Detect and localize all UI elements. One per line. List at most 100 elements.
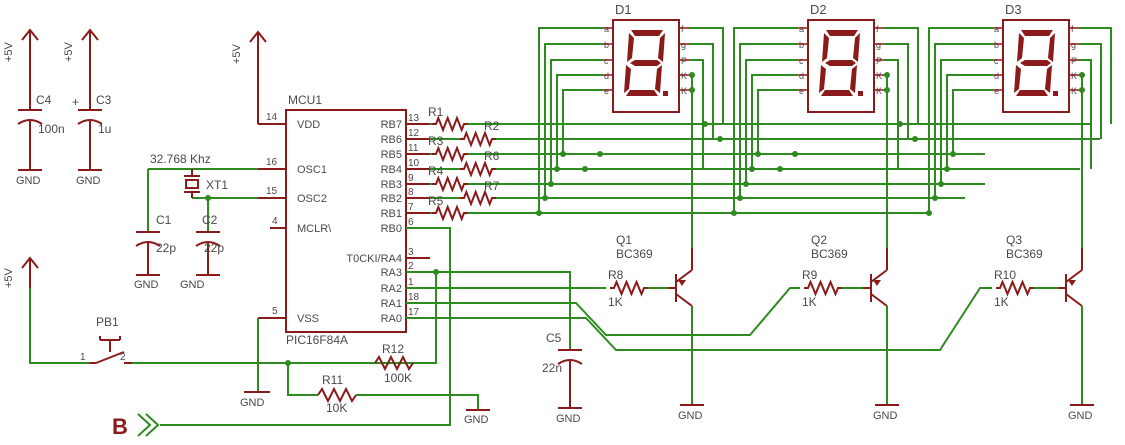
display-pin-label: d xyxy=(799,71,804,81)
display-pin-label: d xyxy=(604,71,609,81)
mcu-pin-label: RA0 xyxy=(381,313,402,325)
segment-resistor xyxy=(460,130,496,148)
display-pin-label: K xyxy=(1071,71,1077,81)
svg-text:2: 2 xyxy=(120,352,126,363)
mcu-pin-num: 6 xyxy=(408,217,414,228)
segment-resistor xyxy=(432,115,468,133)
svg-text:14: 14 xyxy=(266,112,278,123)
display-pin-label: b xyxy=(994,40,999,50)
mcu-pin-label: RA3 xyxy=(381,267,402,279)
svg-text:C1: C1 xyxy=(156,213,172,227)
pb-name: PB1 xyxy=(96,315,119,329)
svg-text:OSC2: OSC2 xyxy=(297,193,327,205)
vcc-label-1: +5V xyxy=(3,41,15,62)
connector-b: B xyxy=(112,413,160,439)
base-resistor-name: R10 xyxy=(994,268,1016,282)
mcu-part: PIC16F84A xyxy=(286,333,348,347)
vcc-c3: +5V xyxy=(63,28,99,62)
resistor-label: R7 xyxy=(484,179,500,193)
mcu-pin-num: 3 xyxy=(408,247,414,258)
base-resistor xyxy=(996,279,1034,297)
display-pin-label: b xyxy=(604,40,609,50)
svg-text:MCLR\: MCLR\ xyxy=(297,223,332,235)
svg-text:GND: GND xyxy=(464,414,489,426)
mcu-pin-label: T0CKI/RA4 xyxy=(346,253,402,265)
display-pin-label: g xyxy=(1071,40,1076,50)
display-pin-label: f xyxy=(681,24,684,34)
display-pin-label: K xyxy=(876,71,882,81)
resistor-r12: R12 100K xyxy=(374,342,414,385)
mcu-pin-num: 12 xyxy=(408,128,420,139)
svg-text:16: 16 xyxy=(266,157,278,168)
capacitor-c5: C5 22n GND xyxy=(542,331,583,425)
resistor-label: R1 xyxy=(428,105,444,119)
display-name: D2 xyxy=(810,2,827,17)
base-resistor-name: R8 xyxy=(608,268,624,282)
display-pin-label: g xyxy=(681,40,686,50)
segment-resistor xyxy=(460,160,496,178)
transistor-name: Q1 xyxy=(616,233,632,247)
transistor-part: BC369 xyxy=(1006,247,1043,261)
svg-text:GND: GND xyxy=(76,175,101,187)
transistor-name: Q2 xyxy=(811,233,827,247)
c4-name: C4 xyxy=(36,93,52,107)
mcu-pin-label: RA1 xyxy=(381,298,402,310)
svg-text:22p: 22p xyxy=(156,241,176,255)
c4-value: 100n xyxy=(38,122,65,136)
svg-text:GND: GND xyxy=(134,279,159,291)
svg-text:22p: 22p xyxy=(204,241,224,255)
mcu-pin-label: RB3 xyxy=(381,179,402,191)
display-pin-label: P xyxy=(1071,56,1077,66)
svg-text:GND: GND xyxy=(16,175,41,187)
base-resistor-value: 1K xyxy=(994,295,1009,309)
mcu-name: MCU1 xyxy=(288,93,322,107)
mcu-pic16f84a: MCU1 PIC16F84A VDD OSC1 OSC2 MCLR\ VSS 1… xyxy=(258,93,430,347)
vcc-mcu: +5V xyxy=(231,30,267,124)
vcc-c4: +5V xyxy=(3,28,39,62)
display-pin-label: e xyxy=(604,86,609,96)
capacitor-c1: C1 22p GND xyxy=(134,213,176,291)
svg-text:GND: GND xyxy=(240,397,265,409)
resistor-label: R3 xyxy=(428,134,444,148)
base-resistor-value: 1K xyxy=(802,295,817,309)
display-pin-label: e xyxy=(994,86,999,96)
svg-text:5: 5 xyxy=(272,306,278,317)
svg-text:C5: C5 xyxy=(546,331,562,345)
display-pin-label: c xyxy=(994,56,999,66)
segment-resistor xyxy=(432,175,468,193)
capacitor-c4: C4 100n xyxy=(17,93,65,170)
mcu-pin-label: RB6 xyxy=(381,134,402,146)
crystal-freq: 32.768 Khz xyxy=(150,152,211,166)
display-pin-label: a xyxy=(994,24,999,34)
pushbutton-pb1[interactable]: PB1 1 2 xyxy=(80,315,132,364)
svg-text:GND: GND xyxy=(180,279,205,291)
display-pin-label: K xyxy=(876,86,882,96)
mcu-pin-num: 18 xyxy=(408,292,420,303)
display-pin-label: c xyxy=(604,56,609,66)
display-pin-label: K xyxy=(1071,86,1077,96)
svg-text:R12: R12 xyxy=(382,342,404,356)
gnd-c3: GND xyxy=(76,169,102,187)
svg-text:GND: GND xyxy=(556,413,581,425)
mcu-pin-num: 8 xyxy=(408,187,414,198)
vcc-label-2: +5V xyxy=(63,41,75,62)
display-pin-label: K xyxy=(681,71,687,81)
segment-resistor xyxy=(460,189,496,207)
svg-text:+5V: +5V xyxy=(3,267,15,288)
svg-text:VSS: VSS xyxy=(297,313,319,325)
display-name: D3 xyxy=(1005,2,1022,17)
svg-text:OSC1: OSC1 xyxy=(297,164,327,176)
mcu-pin-num: 13 xyxy=(408,113,420,124)
connector-label: B xyxy=(112,414,128,439)
mcu-pin-label: RB4 xyxy=(381,164,402,176)
resistor-label: R4 xyxy=(428,164,444,178)
display-pin-label: g xyxy=(876,40,881,50)
gnd-label: GND xyxy=(1068,410,1093,422)
base-resistor-name: R9 xyxy=(802,268,818,282)
svg-text:100K: 100K xyxy=(384,371,412,385)
display-pin-label: a xyxy=(604,24,609,34)
